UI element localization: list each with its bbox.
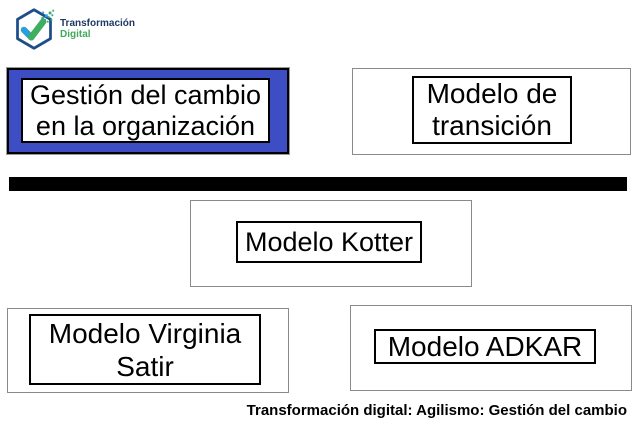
footer-caption: Transformación digital: Agilismo: Gestió… — [246, 402, 627, 419]
transition-model-line1: Modelo de — [426, 78, 558, 109]
main-topic-line2: en la organización — [35, 110, 256, 141]
kotter-model-box: Modelo Kotter — [236, 221, 422, 263]
transition-model-line2: transición — [432, 110, 552, 141]
main-topic-highlight-box: Gestión del cambio en la organización — [6, 67, 290, 155]
logo-text: Transformación Digital — [60, 18, 135, 40]
transition-model-container: Modelo de transición — [352, 68, 631, 155]
satir-model-line2: Satir — [116, 350, 174, 382]
transition-model-box: Modelo de transición — [412, 76, 572, 144]
satir-model-container: Modelo Virginia Satir — [7, 308, 289, 393]
divider-bar — [9, 177, 627, 191]
logo-title: Transformación — [60, 18, 136, 29]
kotter-model-label: Modelo Kotter — [244, 226, 414, 257]
main-topic-line1: Gestión del cambio — [29, 79, 262, 110]
satir-model-box: Modelo Virginia Satir — [29, 314, 261, 385]
satir-model-line1: Modelo Virginia — [48, 317, 242, 349]
adkar-model-box: Modelo ADKAR — [374, 329, 596, 364]
adkar-model-container: Modelo ADKAR — [350, 305, 632, 391]
kotter-model-container: Modelo Kotter — [190, 200, 472, 287]
main-topic-box: Gestión del cambio en la organización — [21, 78, 270, 143]
logo-subtitle: Digital — [60, 29, 91, 40]
transformacion-digital-logo-icon — [16, 8, 55, 50]
adkar-model-label: Modelo ADKAR — [387, 330, 583, 362]
logo: Transformación Digital — [12, 6, 135, 52]
